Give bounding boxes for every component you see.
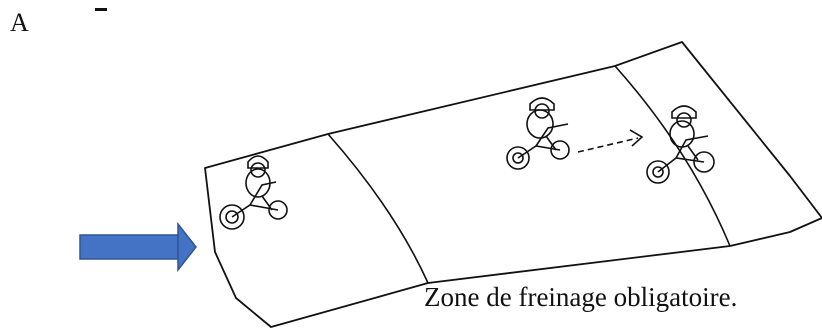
direction-arrow-icon <box>80 224 196 270</box>
cyclist-start-icon <box>220 156 287 229</box>
cyclist-middle-icon <box>507 98 569 169</box>
figure-caption: Zone de freinage obligatoire. <box>424 282 737 313</box>
zone-divider-1 <box>328 134 428 283</box>
motion-arrow-icon <box>578 130 642 152</box>
